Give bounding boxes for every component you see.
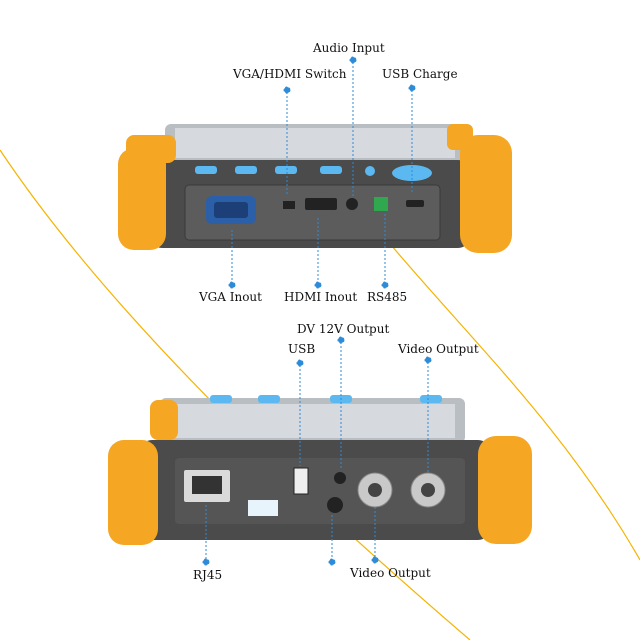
label-dv12v-output: DV 12V Output [297,322,390,336]
label-video-output-top: Video Output [398,342,479,356]
label-video-output-bottom: Video Output [350,566,431,580]
label-usb-charge: USB Charge [382,67,458,81]
label-vga-hdmi-switch: VGA/HDMI Switch [233,67,347,81]
label-vga-inout: VGA Inout [199,290,262,304]
label-audio-input: Audio Input [313,41,385,55]
label-usb: USB [288,342,316,356]
label-hdmi-inout: HDMI Inout [284,290,358,304]
label-rj45: RJ45 [193,568,223,582]
label-rs485: RS485 [367,290,408,304]
